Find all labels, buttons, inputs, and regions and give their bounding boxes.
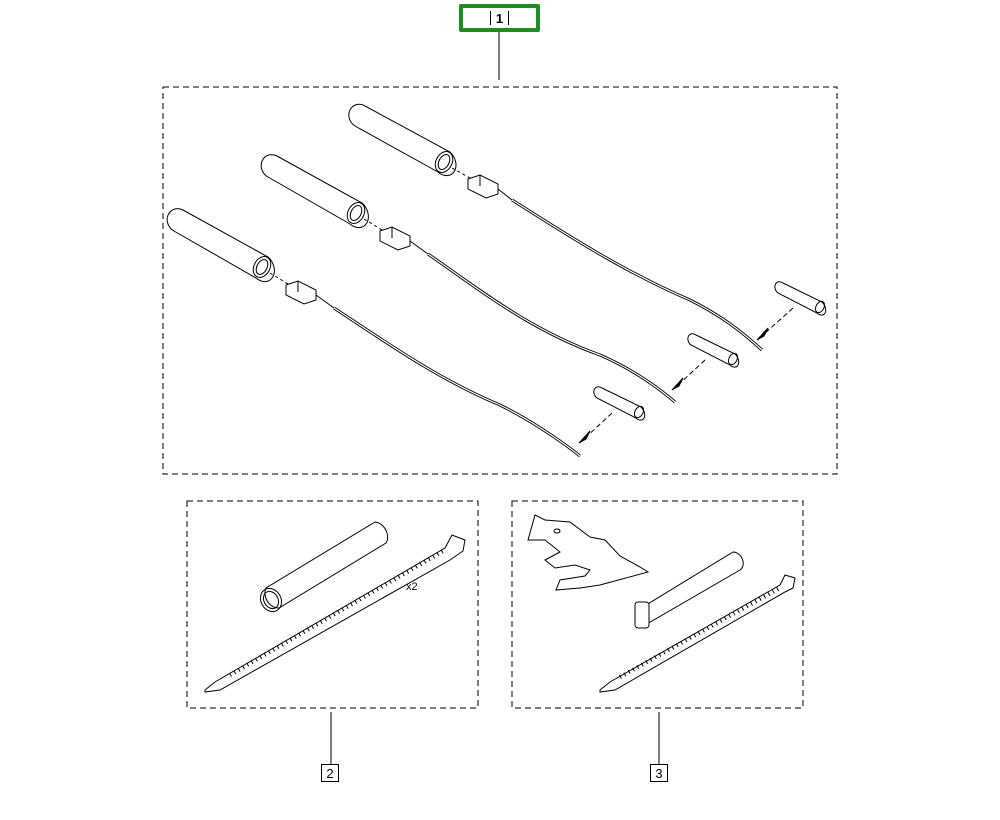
insulating-sleeve-icon — [348, 103, 457, 177]
terminal-connector-icon — [467, 174, 513, 201]
cable-tie-icon — [599, 574, 796, 693]
terminal-connector-icon — [285, 280, 335, 309]
quantity-label: x2 — [406, 581, 418, 593]
insulating-sleeve-icon — [260, 154, 369, 229]
heat-shrink-tube-icon — [774, 281, 827, 316]
arrow-icon — [671, 377, 684, 391]
group-box-3 — [511, 500, 804, 709]
group-box-2 — [186, 500, 479, 709]
arrow-icon — [756, 327, 769, 341]
callout-bar — [489, 11, 491, 25]
callout-bar — [508, 11, 510, 25]
heat-shrink-tube-icon — [687, 333, 740, 368]
heat-shrink-tube-icon — [593, 386, 646, 421]
callout-3[interactable]: 3 — [650, 764, 668, 782]
callout-label: 3 — [655, 765, 663, 781]
metal-clip-icon — [527, 514, 650, 591]
cable-tie-icon — [204, 534, 466, 693]
callout-label: 1 — [495, 10, 504, 26]
terminal-connector-icon — [379, 226, 429, 255]
insulating-sleeve-icon — [166, 208, 275, 283]
callout-1[interactable]: 1 — [459, 4, 540, 32]
arrow-icon — [578, 430, 591, 444]
callout-2[interactable]: 2 — [321, 764, 339, 782]
edge-trim-icon — [634, 551, 744, 629]
callout-label: 2 — [326, 765, 334, 781]
insulating-sleeve-icon — [259, 521, 389, 613]
